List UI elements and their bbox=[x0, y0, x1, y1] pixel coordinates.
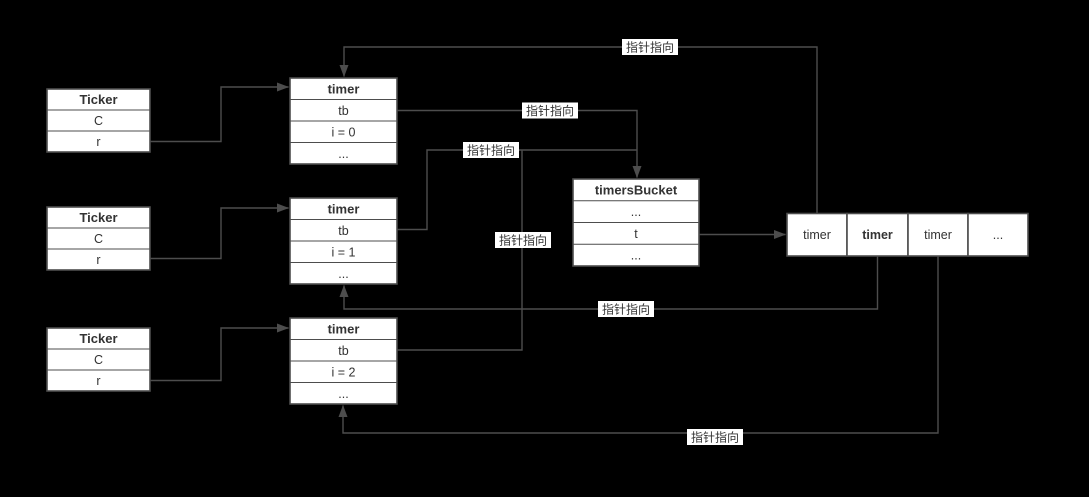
bucket-row-ellipsis-bottom: ... bbox=[631, 249, 641, 263]
timer2-field-i: i = 1 bbox=[332, 246, 356, 260]
timer1-title: timer bbox=[328, 82, 360, 97]
timer3-field-ellipsis: ... bbox=[338, 387, 348, 401]
timer-box-3: timer tb i = 2 ... bbox=[289, 317, 398, 405]
ticker3-field-r: r bbox=[96, 374, 100, 388]
ticker2-field-c: C bbox=[94, 232, 103, 246]
timer-array: timer timer timer ... bbox=[786, 212, 1029, 257]
timer1-field-ellipsis: ... bbox=[338, 147, 348, 161]
edge-ticker3-to-timer3 bbox=[150, 323, 289, 382]
ticker2-title: Ticker bbox=[79, 210, 117, 225]
timer2-field-tb: tb bbox=[338, 224, 348, 238]
array-cell-2: timer bbox=[862, 228, 893, 242]
edge-label-pointer-5: 指针指向 bbox=[598, 301, 654, 317]
timer2-title: timer bbox=[328, 202, 360, 217]
edge-label-pointer-4: 指针指向 bbox=[495, 232, 551, 248]
timer3-title: timer bbox=[328, 322, 360, 337]
edge-ticker1-to-timer1 bbox=[150, 82, 289, 143]
edge-ticker2-to-timer2 bbox=[150, 203, 289, 260]
ticker1-field-r: r bbox=[96, 135, 100, 149]
edge-label-text-5: 指针指向 bbox=[602, 302, 650, 317]
array-cell-4: ... bbox=[993, 228, 1003, 242]
edge-label-text-6: 指针指向 bbox=[691, 430, 739, 445]
edge-timer2-tb-to-bucket bbox=[397, 149, 637, 231]
bucket-row-ellipsis-top: ... bbox=[631, 205, 641, 219]
timer3-field-i: i = 2 bbox=[332, 366, 356, 380]
edge-label-text-1: 指针指向 bbox=[626, 40, 674, 55]
timer2-field-ellipsis: ... bbox=[338, 267, 348, 281]
timer-box-1: timer tb i = 0 ... bbox=[289, 77, 398, 165]
bucket-field-t: t bbox=[634, 227, 638, 241]
edge-array3-to-timer3 bbox=[338, 256, 939, 434]
ticker3-field-c: C bbox=[94, 353, 103, 367]
edge-label-pointer-6: 指针指向 bbox=[687, 429, 743, 445]
ticker1-field-c: C bbox=[94, 114, 103, 128]
edge-array1-to-timer1 bbox=[339, 46, 818, 214]
edge-label-pointer-1: 指针指向 bbox=[622, 39, 678, 55]
timer3-field-tb: tb bbox=[338, 344, 348, 358]
ticker1-title: Ticker bbox=[79, 92, 117, 107]
edge-label-pointer-2: 指针指向 bbox=[522, 102, 578, 119]
ticker-box-1: Ticker C r bbox=[46, 88, 151, 153]
edge-label-pointer-3: 指针指向 bbox=[463, 142, 519, 158]
edge-label-text-4: 指针指向 bbox=[499, 233, 547, 248]
ticker2-field-r: r bbox=[96, 253, 100, 267]
edge-label-text-2: 指针指向 bbox=[526, 103, 574, 118]
timer1-field-i: i = 0 bbox=[332, 126, 356, 140]
edge-timer1-tb-to-bucket bbox=[397, 109, 642, 178]
ticker-box-3: Ticker C r bbox=[46, 327, 151, 392]
edge-timer3-tb-to-bucket bbox=[397, 150, 523, 351]
array-cell-1: timer bbox=[803, 228, 831, 242]
ticker-box-2: Ticker C r bbox=[46, 206, 151, 271]
timer1-field-tb: tb bbox=[338, 104, 348, 118]
bucket-title: timersBucket bbox=[595, 183, 678, 198]
ticker3-title: Ticker bbox=[79, 331, 117, 346]
timer-box-2: timer tb i = 1 ... bbox=[289, 197, 398, 285]
array-cell-3: timer bbox=[924, 228, 952, 242]
timers-bucket-box: timersBucket ... t ... bbox=[572, 178, 700, 267]
edge-label-text-3: 指针指向 bbox=[467, 143, 515, 158]
